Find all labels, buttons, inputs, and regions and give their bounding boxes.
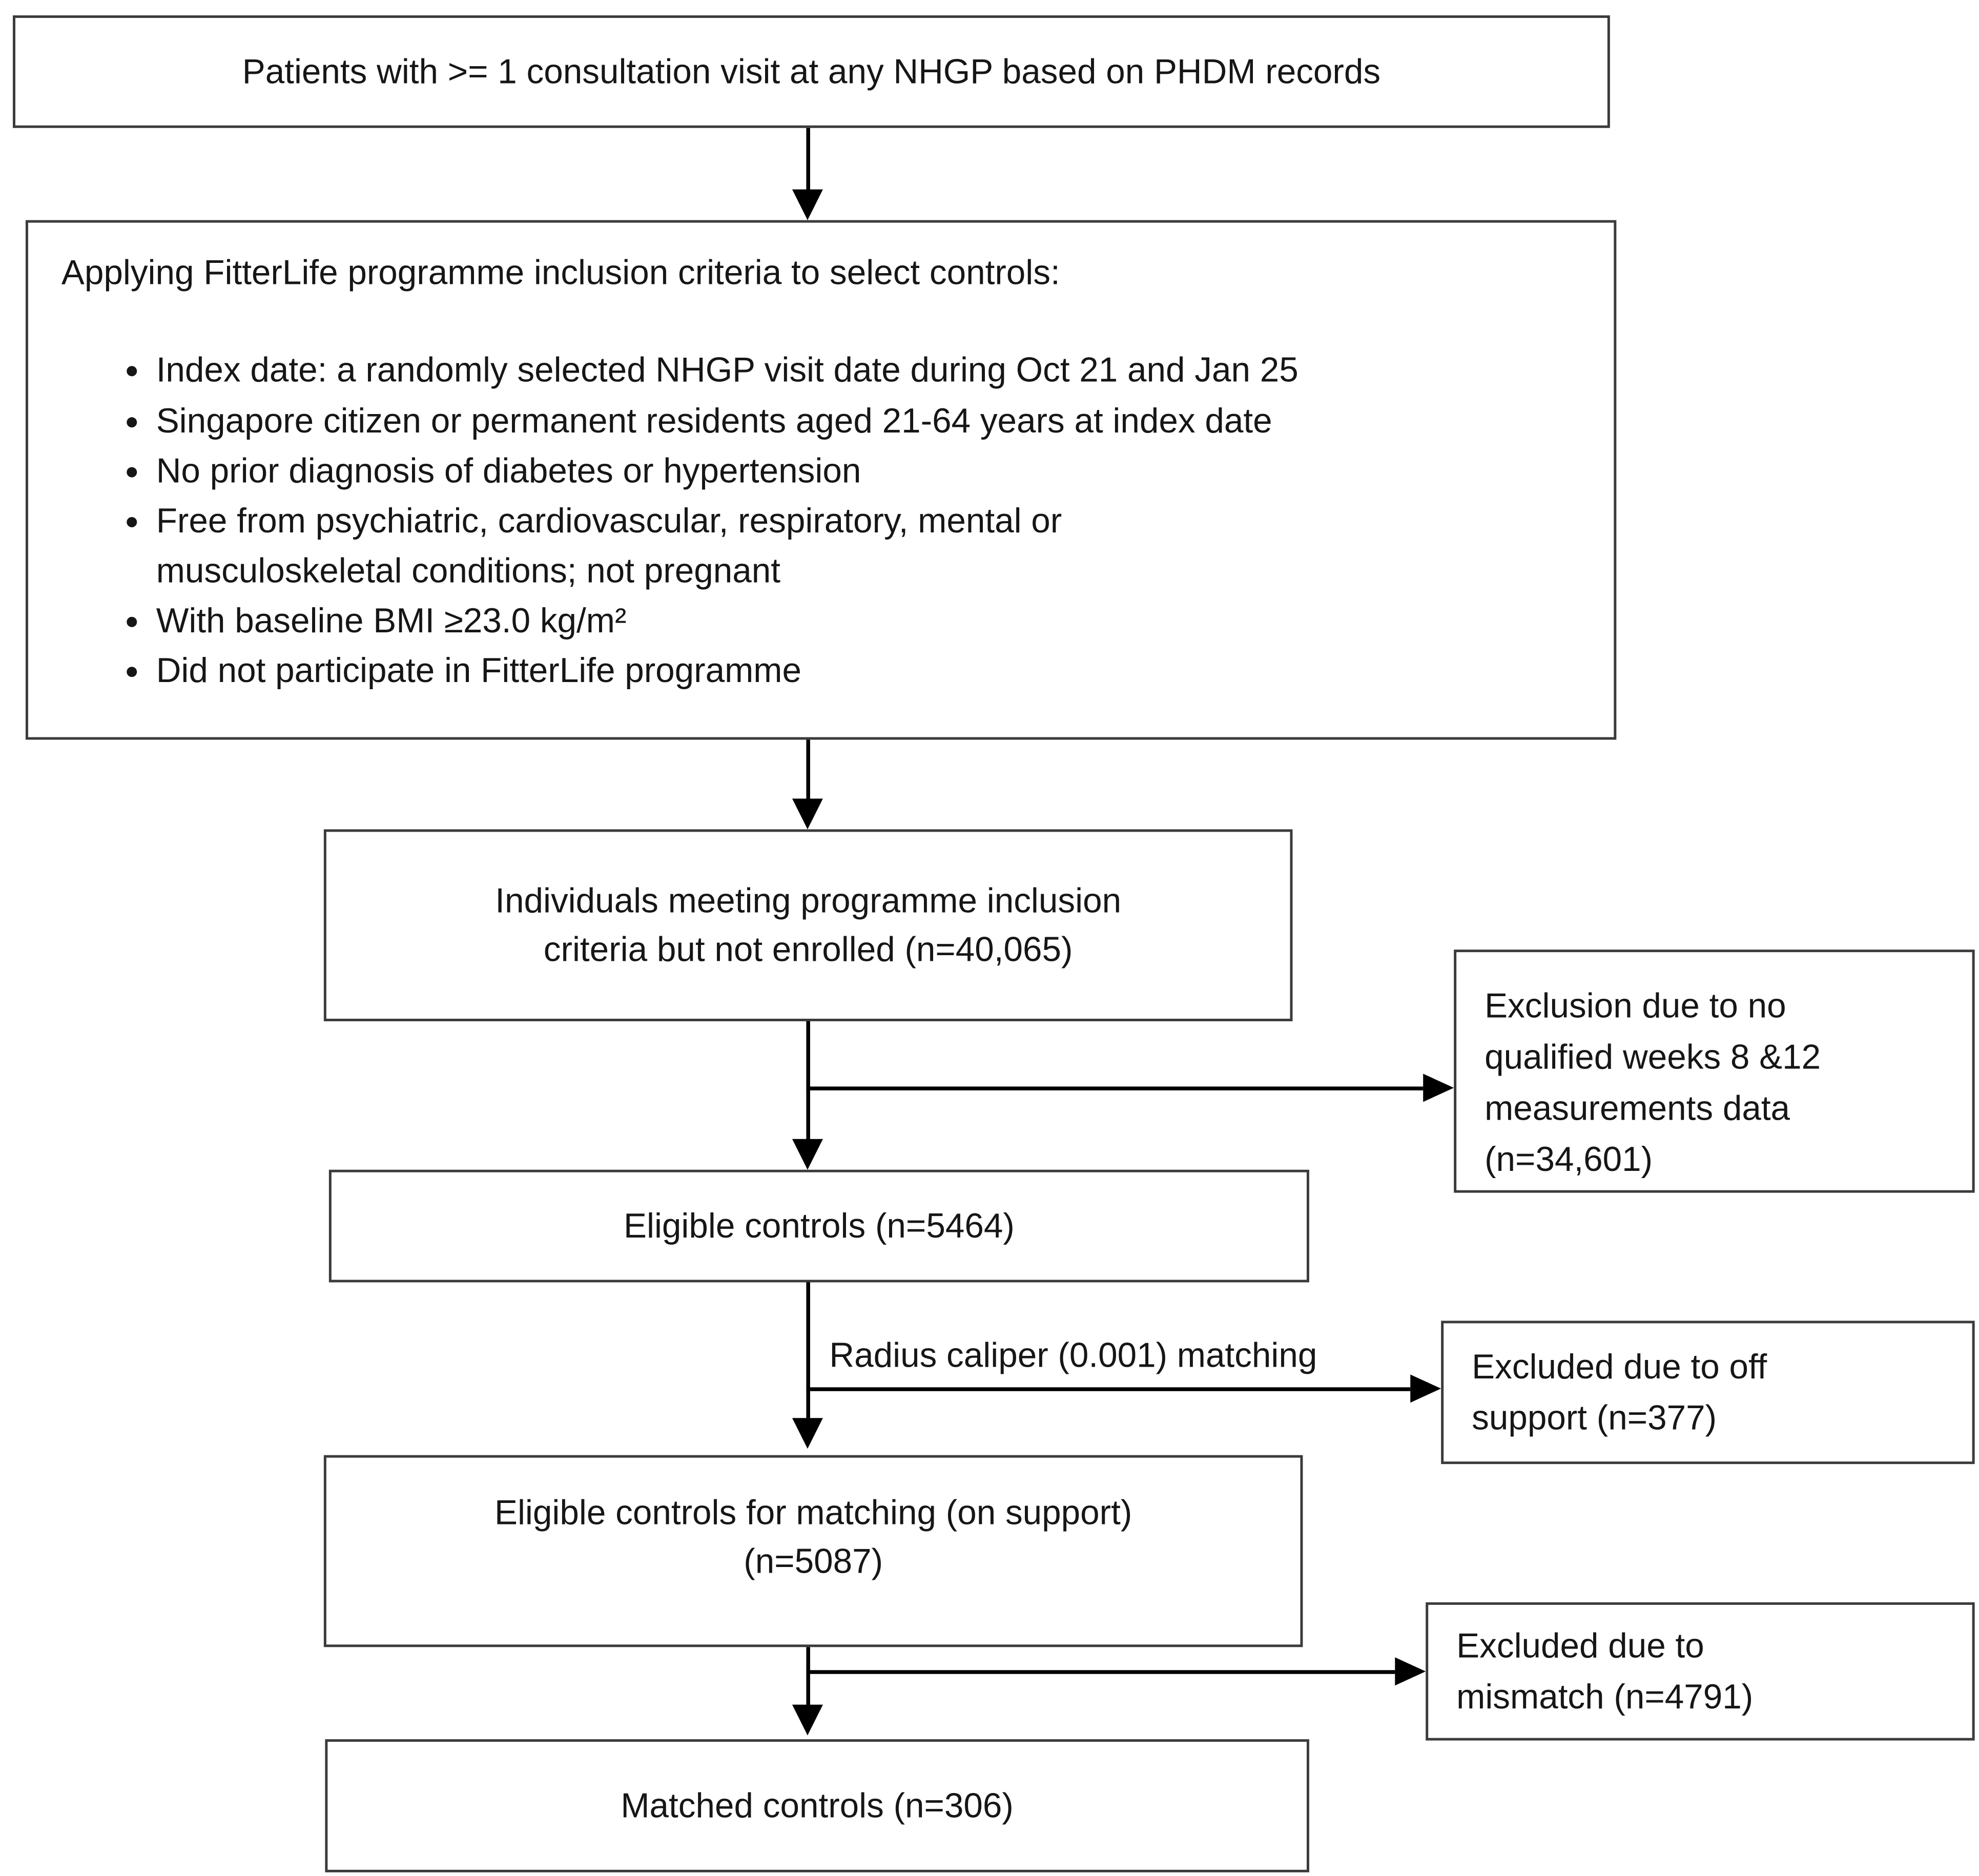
box-excluded-mismatch-line1: Excluded due to [1456,1626,1704,1665]
arrow-patients-to-criteria-head [792,189,823,220]
box-meeting-criteria-line2: criteria but not enrolled (n=40,065) [543,930,1073,969]
inclusion-criteria-content: Applying FitterLife programme inclusion … [28,223,1614,737]
arrow-eligible-to-matching-line [806,1282,810,1418]
box-excluded-mismatch-line2: mismatch (n=4791) [1456,1678,1754,1717]
box-exclusion-measurements-line1: Exclusion due to no [1485,986,1786,1025]
box-excluded-off-support: Excluded due to off support (n=377) [1441,1321,1975,1465]
branch-exclusion-measurements-head [1423,1074,1454,1102]
arrow-matching-to-matched-line [806,1647,810,1707]
criteria-bullet-bmi: With baseline BMI ≥23.0 kg/m² [156,596,1578,646]
branch-off-support-head [1410,1374,1441,1403]
box-patients-text: Patients with >= 1 consultation visit at… [242,52,1381,91]
box-eligible-controls-text: Eligible controls (n=5464) [623,1206,1015,1245]
criteria-bullet-free-from-conditions: Free from psychiatric, cardiovascular, r… [156,497,1578,595]
criteria-bullet-citizen: Singapore citizen or permanent residents… [156,396,1578,445]
box-eligible-matching-line2: (n=5087) [744,1542,883,1581]
box-eligible-controls: Eligible controls (n=5464) [328,1169,1309,1283]
box-eligible-matching: Eligible controls for matching (on suppo… [323,1455,1303,1647]
box-exclusion-measurements-line2: qualified weeks 8 &12 [1485,1038,1821,1077]
arrow-criteria-to-meeting-head [792,798,823,830]
inclusion-criteria-list: Index date: a randomly selected NHGP vis… [61,346,1578,696]
criteria-bullet-index-date: Index date: a randomly selected NHGP vis… [156,346,1578,395]
arrow-matching-to-matched-head [792,1704,823,1736]
box-exclusion-measurements-line3: measurements data [1485,1089,1790,1128]
branch-off-support-line [806,1387,1411,1391]
arrow-patients-to-criteria-line [806,128,810,192]
criteria-bullet-no-participation: Did not participate in FitterLife progra… [156,647,1578,696]
box-excluded-mismatch: Excluded due to mismatch (n=4791) [1426,1602,1975,1741]
arrow-eligible-to-matching-head [792,1418,823,1449]
box-meeting-criteria: Individuals meeting programme inclusion … [323,829,1293,1022]
box-matched-controls-text: Matched controls (n=306) [621,1786,1014,1825]
inclusion-criteria-title: Applying FitterLife programme inclusion … [61,253,1060,292]
box-inclusion-criteria: Applying FitterLife programme inclusion … [25,220,1617,740]
criteria-bullet-no-diagnosis: No prior diagnosis of diabetes or hypert… [156,447,1578,496]
arrow-criteria-to-meeting-line [806,739,810,801]
box-excluded-off-support-line2: support (n=377) [1472,1398,1717,1437]
box-matched-controls: Matched controls (n=306) [325,1739,1309,1872]
branch-exclusion-measurements-line [806,1086,1424,1090]
arrow-meeting-to-eligible-head [792,1139,823,1170]
branch-mismatch-line [806,1670,1395,1674]
box-exclusion-measurements: Exclusion due to no qualified weeks 8 &1… [1454,950,1975,1193]
label-radius-caliper-matching: Radius caliper (0.001) matching [829,1336,1317,1375]
box-patients: Patients with >= 1 consultation visit at… [12,15,1610,128]
branch-mismatch-head [1395,1657,1426,1686]
box-exclusion-measurements-line4: (n=34,601) [1485,1140,1653,1179]
box-excluded-off-support-line1: Excluded due to off [1472,1347,1767,1386]
arrow-meeting-to-eligible-line [806,1021,810,1142]
box-meeting-criteria-line1: Individuals meeting programme inclusion [495,881,1122,920]
box-eligible-matching-line1: Eligible controls for matching (on suppo… [494,1493,1132,1532]
